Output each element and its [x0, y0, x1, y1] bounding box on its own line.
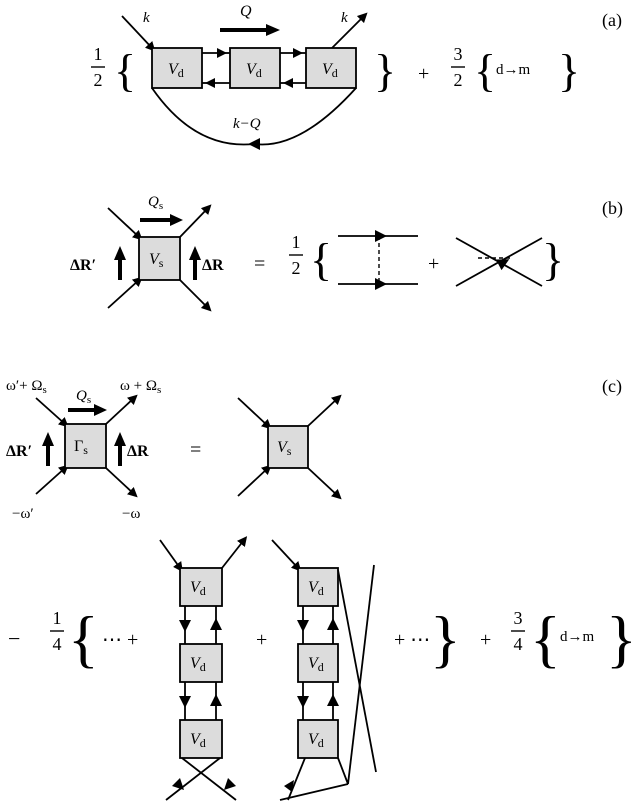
- panel-c-gamma-label: Γs: [74, 438, 88, 457]
- panel-c-ladder2-vertex-3: [297, 719, 339, 759]
- panel-c-ladder2-vertex-1: [297, 567, 339, 607]
- panel-a-coef1-den: 2: [94, 70, 103, 90]
- panel-c-minus-omega: −ω: [122, 506, 140, 522]
- panel-a-vertex-1: [151, 47, 203, 89]
- panel-c-plus-end: +: [480, 629, 491, 651]
- panel-a-kQ-label: k−Q: [233, 116, 261, 132]
- panel-b-coef-half: 1 2: [289, 232, 303, 278]
- panel-c-coef1-den: 4: [53, 634, 62, 654]
- panel-c-ladder2-label-1: Vd: [308, 579, 324, 598]
- panel-c-plus-dots: + ⋯: [394, 629, 430, 651]
- panel-c-tag: (c): [602, 376, 622, 397]
- panel-c-coef1-num: 1: [53, 608, 62, 628]
- panel-c-omega-plus: ω + Ωs: [120, 378, 161, 396]
- panel-b-vertex-label: Vs: [149, 251, 164, 270]
- panel-c-ladder1-vertex-3: [179, 719, 223, 759]
- svg-text:{: {: [530, 603, 561, 674]
- panel-b-dR: ΔR: [202, 257, 224, 274]
- panel-c-replace: d→m: [560, 629, 595, 645]
- svg-text:{: {: [310, 234, 332, 285]
- panel-a-leg-in: [121, 15, 156, 52]
- svg-text:}: }: [430, 603, 461, 674]
- panel-a-vertex-1-label: Vd: [168, 61, 184, 80]
- panel-c-coef-three-quarter: 3 4: [511, 608, 525, 654]
- panel-c-dots: ⋯ +: [102, 629, 138, 651]
- panel-c-ladder1-vertex-2: [179, 643, 223, 683]
- panel-b-plus: +: [428, 253, 439, 275]
- panel-c-coef2-num: 3: [514, 608, 523, 628]
- panel-a-leg-out: [331, 12, 368, 49]
- svg-text:}: }: [606, 603, 636, 674]
- panel-a-vertex-3-label: Vd: [322, 61, 338, 80]
- panel-c-coef2-den: 4: [514, 634, 523, 654]
- panel-b-Qs: Qs: [148, 194, 163, 212]
- panel-c-equals: =: [190, 439, 201, 461]
- panel-c-gamma-vertex: [64, 423, 107, 469]
- panel-c-coef-quarter: 1 4: [50, 608, 64, 654]
- panel-b-dR-prime: ΔR′: [70, 257, 96, 274]
- panel-c-dR-prime: ΔR′: [6, 443, 32, 460]
- panel-a: (a) 1 2 { k k Q Vd Vd Vd k−Q }: [91, 3, 622, 150]
- panel-c-ladder1-label-2: Vd: [190, 655, 206, 674]
- panel-a-close-brace: }: [374, 45, 396, 96]
- panel-c-vs-vertex: [267, 425, 309, 469]
- svg-text:{: {: [68, 603, 99, 674]
- panel-a-k-left: k: [143, 10, 150, 26]
- panel-a-vertex-2-label: Vd: [246, 61, 262, 80]
- panel-a-k-right: k: [341, 10, 348, 26]
- panel-b-tag: (b): [602, 198, 623, 219]
- panel-a-vertex-3: [305, 47, 357, 89]
- panel-b-vertex: [138, 236, 181, 281]
- panel-a-coef-three-half: 3 2: [451, 44, 465, 90]
- panel-a-tag: (a): [602, 10, 622, 31]
- panel-a-vertex-2: [229, 47, 281, 89]
- panel-a-coef2-num: 3: [454, 44, 463, 64]
- panel-c-omega-prime-plus: ω′+ Ωs: [6, 378, 47, 396]
- panel-b-equals: =: [254, 253, 265, 275]
- panel-c-plus-mid: +: [256, 629, 267, 651]
- panel-b-coef-num: 1: [292, 232, 301, 252]
- panel-a-coef1-num: 1: [94, 44, 103, 64]
- panel-a-coef2-den: 2: [454, 70, 463, 90]
- svg-text:{: {: [474, 45, 496, 96]
- panel-a-Q: Q: [240, 3, 252, 20]
- panel-a-plus: +: [418, 63, 429, 85]
- panel-c-minus-omega-prime: −ω′: [12, 506, 34, 522]
- panel-c: (c) ω′+ Ωs ω + Ωs Qs Γs ΔR′ ΔR −ω′ −ω = …: [6, 376, 636, 801]
- panel-c-ladder2-label-2: Vd: [308, 655, 324, 674]
- panel-c-ladder-1: Vd Vd Vd: [159, 536, 248, 801]
- panel-c-ladder1-label-3: Vd: [190, 731, 206, 750]
- panel-c-Qs: Qs: [76, 388, 91, 406]
- panel-b-coef-den: 2: [292, 258, 301, 278]
- panel-c-dR: ΔR: [127, 443, 149, 460]
- svg-text:}: }: [558, 45, 580, 96]
- panel-c-ladder2-label-3: Vd: [308, 731, 324, 750]
- panel-a-open-brace: {: [114, 45, 136, 96]
- panel-c-vs-label: Vs: [277, 439, 292, 458]
- panel-b: (b) Qs Vs ΔR′ ΔR = 1 2 { +: [70, 194, 623, 312]
- svg-text:}: }: [542, 234, 564, 285]
- panel-c-ladder-2: Vd Vd Vd: [271, 539, 377, 801]
- panel-c-ladder2-vertex-2: [297, 643, 339, 683]
- panel-c-ladder1-label-1: Vd: [190, 579, 206, 598]
- panel-a-coef-half: 1 2: [91, 44, 105, 90]
- panel-c-ladder1-vertex-1: [179, 567, 223, 607]
- panel-c-minus: −: [8, 626, 20, 651]
- panel-a-replace: d→m: [496, 62, 531, 78]
